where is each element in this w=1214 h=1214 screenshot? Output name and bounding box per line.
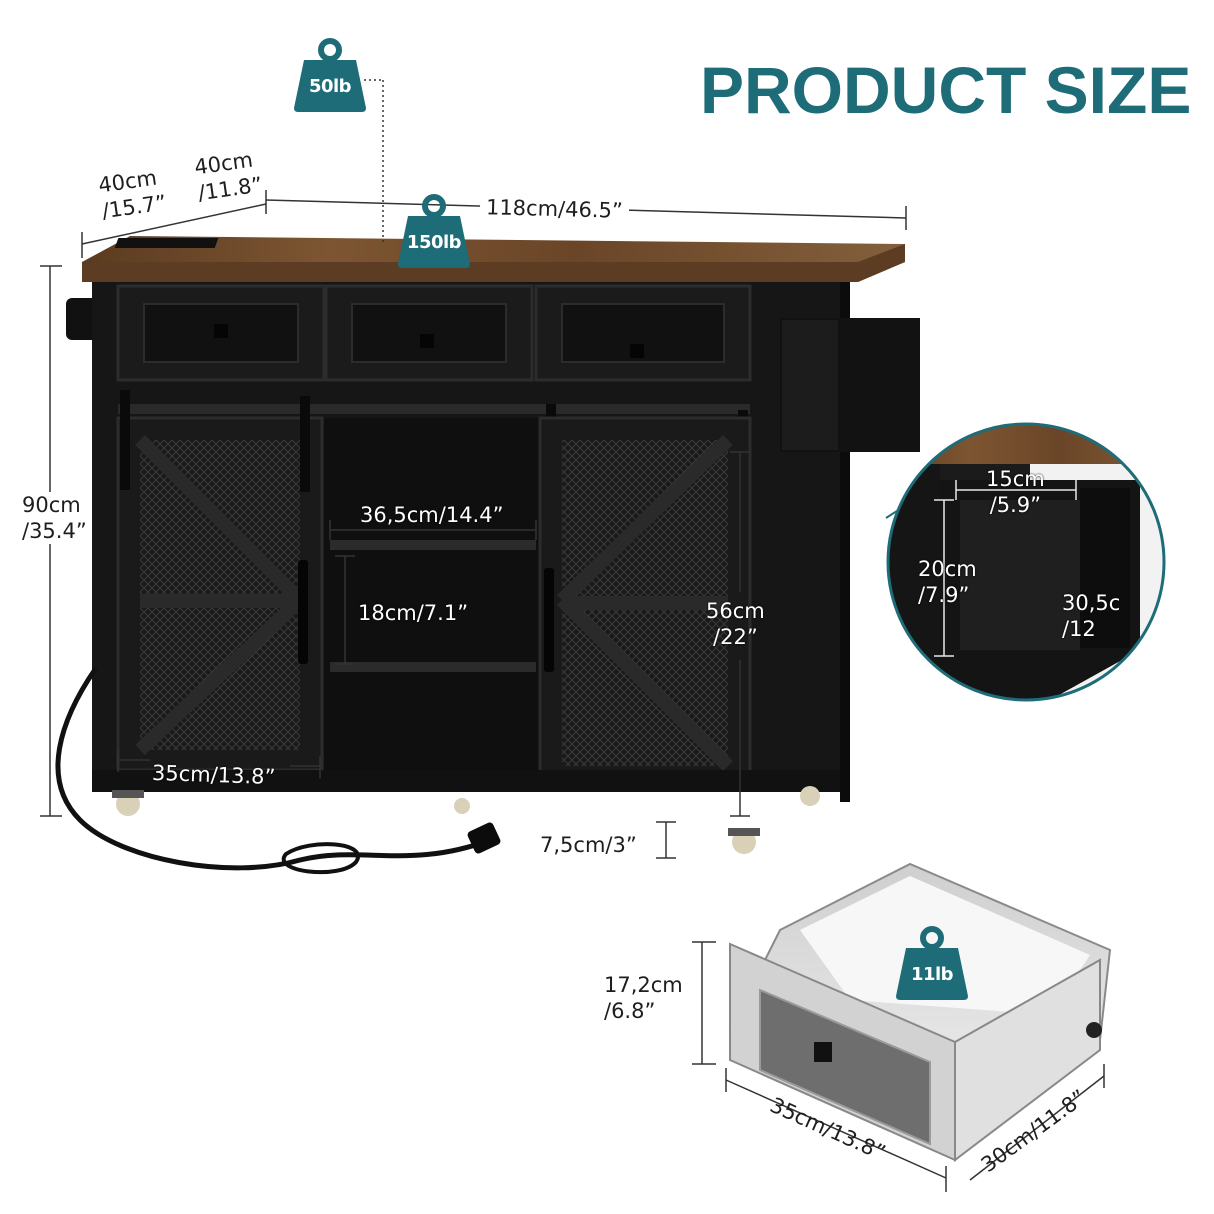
kitchen-island bbox=[55, 236, 920, 875]
rack-depth-label: 30,5c /12 bbox=[1062, 591, 1121, 641]
height-label: 90cm /35.4” bbox=[22, 492, 87, 544]
weight-icon bbox=[294, 38, 366, 112]
weight-badge-drawer: 11lb bbox=[894, 926, 970, 1002]
width-label: 118cm/46.5” bbox=[479, 194, 630, 224]
page-title: PRODUCT SIZE bbox=[700, 53, 1192, 127]
weight-badge-top: 50lb bbox=[292, 38, 368, 114]
weight-label: 50lb bbox=[308, 76, 352, 97]
weight-badge-counter: 150lb bbox=[396, 194, 472, 270]
shelf-gap-label: 18cm/7.1” bbox=[358, 601, 469, 625]
rack-width-label: 15cm /5.9” bbox=[986, 467, 1045, 517]
cabinet-height-label: 56cm /22” bbox=[706, 599, 765, 649]
rack-height-label: 20cm /7.9” bbox=[918, 557, 977, 607]
weight-label: 11lb bbox=[910, 964, 954, 985]
depth-right-label: 40cm /11.8” bbox=[192, 147, 264, 206]
weight-icon bbox=[398, 194, 470, 268]
shelf-width-label: 36,5cm/14.4” bbox=[360, 503, 504, 527]
weight-icon bbox=[896, 926, 968, 1000]
wheel-height-label: 7,5cm/3” bbox=[540, 833, 637, 857]
weight-label: 150lb bbox=[406, 232, 462, 253]
depth-left-label: 40cm /15.7” bbox=[96, 165, 168, 224]
drawer-detail bbox=[692, 862, 1112, 1192]
door-width-label: 35cm/13.8” bbox=[151, 760, 276, 790]
drawer-height-label: 17,2cm /6.8” bbox=[604, 973, 683, 1023]
